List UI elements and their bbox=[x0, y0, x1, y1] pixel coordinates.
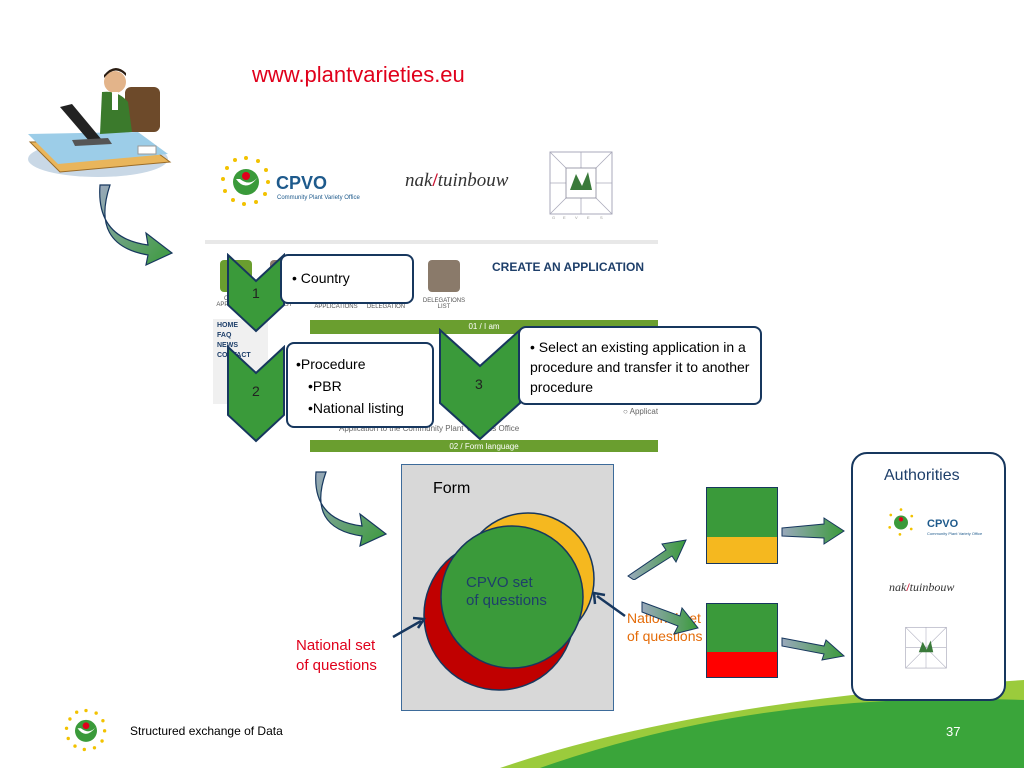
nak-national-part bbox=[707, 537, 777, 563]
naktuinbouw-logo: nak/tuinbouw bbox=[405, 170, 508, 192]
naktuinbouw-slash-icon: / bbox=[432, 170, 438, 191]
curved-arrow-icon bbox=[99, 184, 174, 267]
step-2-callout: •Procedure •PBR •National listing bbox=[286, 342, 434, 428]
person-at-desk-illustration bbox=[28, 67, 172, 177]
cpvo-authority-logo-icon bbox=[888, 508, 914, 536]
delegations-list-label: DELEGATIONS LIST bbox=[422, 298, 466, 310]
green-swoosh-decoration bbox=[500, 680, 1024, 768]
cpvo-footer-logo-icon bbox=[64, 708, 107, 752]
step-3-text: • Select an existing application in a pr… bbox=[530, 339, 750, 395]
arrow-right-icon bbox=[781, 517, 845, 545]
pointer-arrow-icon bbox=[392, 616, 427, 639]
cpvo-logo-subtitle: Community Plant Variety Office bbox=[277, 195, 360, 201]
svg-text:V: V bbox=[575, 215, 578, 220]
naktuinbouw-logo-right: tuinbouw bbox=[437, 170, 509, 191]
applications-label: APPLICATIONS bbox=[314, 304, 358, 310]
step-1-chevron bbox=[227, 253, 285, 333]
national-red-line-1: National set bbox=[296, 637, 376, 654]
step-2-chevron bbox=[227, 345, 285, 443]
geves-form-block bbox=[706, 603, 778, 678]
step-2-number: 2 bbox=[252, 383, 260, 399]
svg-text:G: G bbox=[552, 215, 555, 220]
geves-authority-logo-icon bbox=[905, 626, 947, 669]
cpvo-set-label: CPVO set of questions bbox=[466, 574, 547, 610]
arrow-right-icon bbox=[781, 637, 846, 661]
step-2-line-pbr: •PBR bbox=[308, 378, 342, 394]
delegations-list-icon[interactable] bbox=[428, 260, 460, 292]
svg-text:S: S bbox=[600, 215, 603, 220]
naktuinbouw-authority-logo: nak/tuinbouw bbox=[889, 580, 954, 595]
cpvo-set-line-1: CPVO set bbox=[466, 574, 533, 591]
delegation-label: DELEGATION bbox=[366, 304, 406, 310]
arrow-down-right-icon bbox=[641, 601, 699, 635]
step-1-number: 1 bbox=[252, 285, 260, 301]
cpvo-authority-logo-text: CPVO bbox=[927, 518, 959, 530]
arrow-up-right-icon bbox=[627, 539, 687, 580]
step-3-number: 3 bbox=[475, 376, 483, 392]
cpvo-logo-mark-icon bbox=[221, 156, 270, 206]
footer-text: Structured exchange of Data bbox=[130, 724, 283, 738]
nav-faq[interactable]: FAQ bbox=[217, 332, 232, 339]
page-number: 37 bbox=[946, 724, 961, 739]
nak-form-block bbox=[706, 487, 778, 564]
cpvo-set-line-2: of questions bbox=[466, 592, 547, 609]
cpvo-authority-logo-subtitle: Community Plant Variety Office bbox=[927, 531, 983, 536]
step-3-callout: • Select an existing application in a pr… bbox=[518, 326, 762, 405]
naktuinbouw-authority-right: tuinbouw bbox=[909, 580, 955, 594]
website-url[interactable]: www.plantvarieties.eu bbox=[252, 62, 465, 87]
form-label: Form bbox=[433, 480, 471, 497]
step-1-callout: • Country bbox=[280, 254, 414, 304]
create-application-title: CREATE AN APPLICATION bbox=[492, 260, 644, 274]
authorities-box: CPVO Community Plant Variety Office nak/… bbox=[851, 452, 1006, 701]
curved-arrow-icon bbox=[315, 471, 388, 548]
national-set-red-label: National set of questions bbox=[296, 636, 377, 676]
geves-national-part bbox=[707, 652, 777, 677]
naktuinbouw-logo-left: nak bbox=[405, 170, 433, 191]
svg-text:E: E bbox=[563, 215, 566, 220]
step-1-text: • Country bbox=[292, 270, 350, 286]
authorities-title: Authorities bbox=[884, 467, 960, 484]
geves-cpvo-part bbox=[707, 604, 777, 652]
nak-cpvo-part bbox=[707, 488, 777, 537]
naktuinbouw-authority-left: nak bbox=[889, 580, 907, 594]
section-form-language: 02 / Form language bbox=[310, 440, 658, 452]
cpvo-logo: CPVO Community Plant Variety Office bbox=[220, 155, 380, 210]
national-red-line-2: of questions bbox=[296, 657, 377, 674]
pointer-arrow-icon bbox=[592, 591, 626, 618]
naktuinbouw-authority-slash-icon: / bbox=[906, 580, 910, 594]
svg-text:E: E bbox=[587, 215, 590, 220]
application-cpvo-row: Application to the Community Plant Varie… bbox=[339, 424, 520, 433]
nav-home[interactable]: HOME bbox=[217, 322, 238, 329]
step-2-line-procedure: •Procedure bbox=[296, 356, 366, 372]
cpvo-logo-text: CPVO bbox=[276, 173, 328, 193]
application-option[interactable]: ○ Applicati bbox=[623, 407, 658, 416]
step-2-line-national: •National listing bbox=[308, 400, 404, 416]
question-sets-circles bbox=[423, 512, 595, 691]
application-option-label: Applicati bbox=[629, 407, 658, 416]
